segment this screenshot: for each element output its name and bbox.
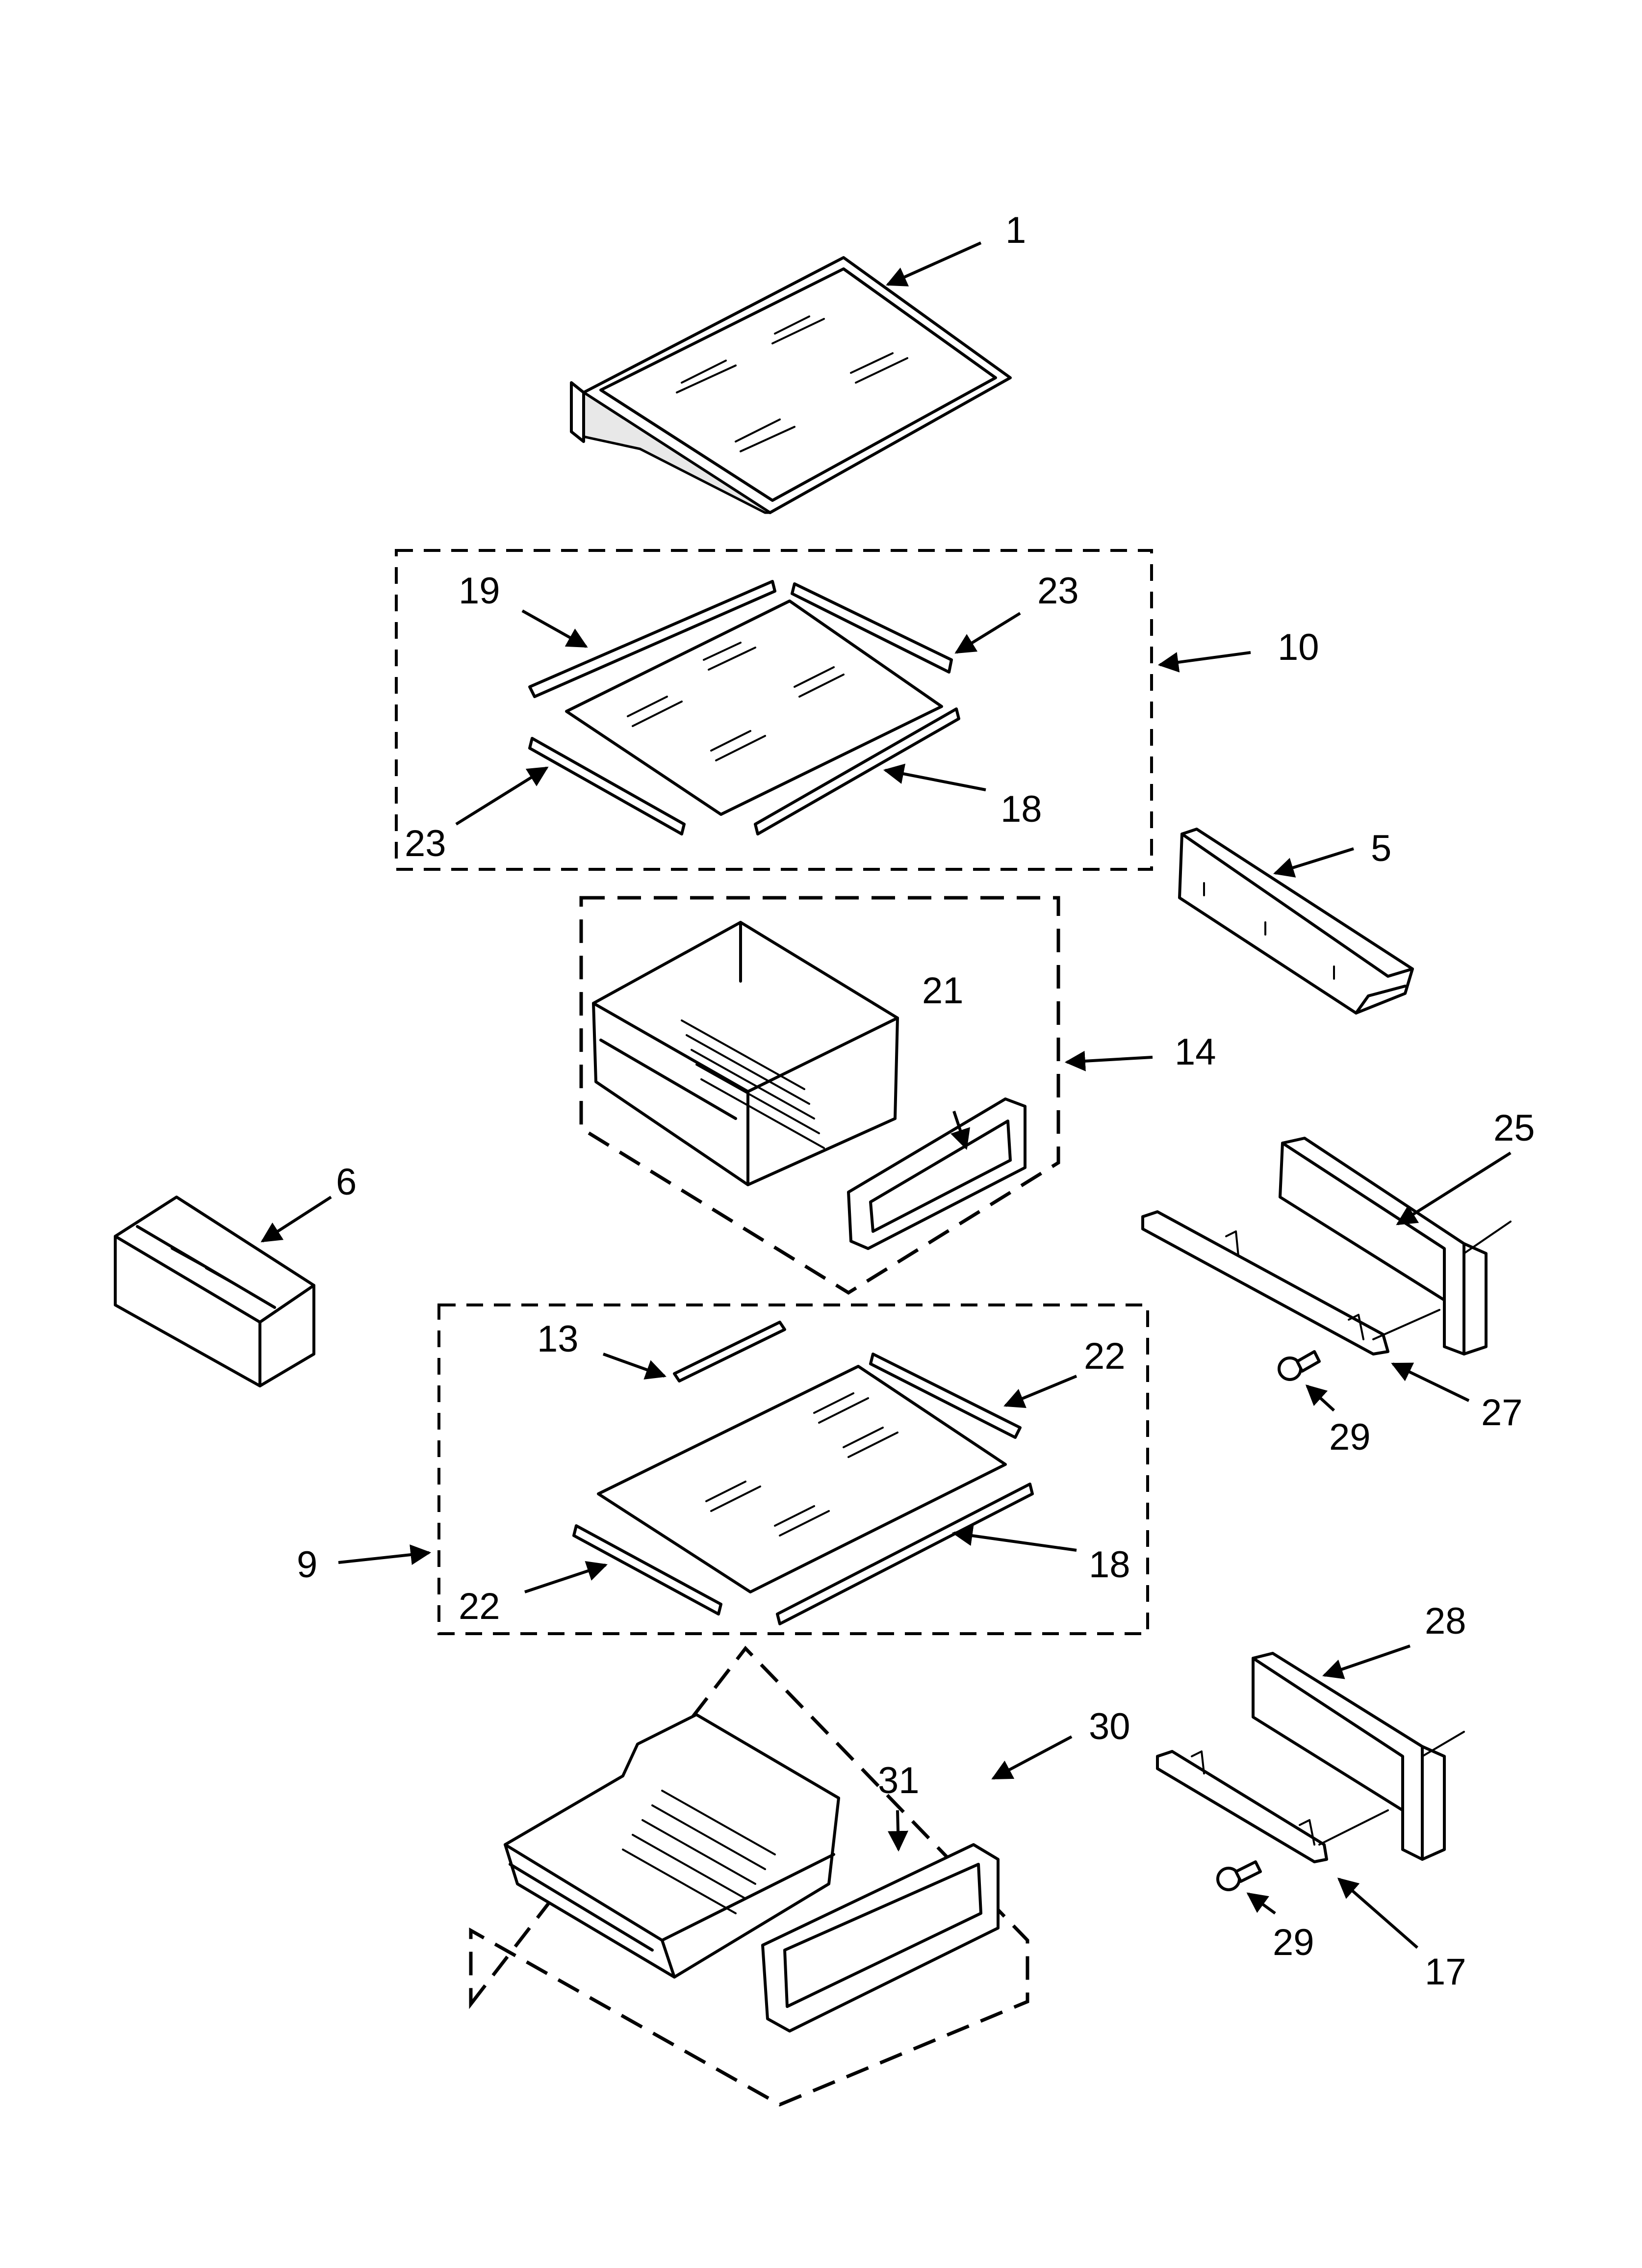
leader-9 bbox=[338, 1544, 432, 1565]
leader-27 bbox=[1391, 1362, 1470, 1402]
callout-10: 10 bbox=[1278, 626, 1319, 668]
leader-22b bbox=[524, 1561, 608, 1593]
leader-22a bbox=[1003, 1375, 1078, 1408]
callout-23-top: 23 bbox=[1037, 570, 1079, 612]
callout-25: 25 bbox=[1493, 1107, 1535, 1149]
callout-28: 28 bbox=[1425, 1600, 1466, 1642]
group-14-crisper bbox=[579, 896, 1060, 1295]
leader-29a bbox=[1305, 1384, 1335, 1412]
leader-25 bbox=[1396, 1151, 1512, 1225]
callout-18-top: 18 bbox=[1001, 788, 1042, 830]
part-17-slide bbox=[1156, 1750, 1389, 1863]
callout-21: 21 bbox=[922, 970, 964, 1012]
leader-5 bbox=[1273, 847, 1354, 878]
callout-22-bottom: 22 bbox=[459, 1586, 500, 1627]
callout-30: 30 bbox=[1089, 1706, 1130, 1747]
callout-5: 5 bbox=[1371, 828, 1391, 869]
group-9-box bbox=[437, 1303, 1149, 1635]
part-29b-screw bbox=[1216, 1860, 1262, 1891]
leader-28 bbox=[1322, 1644, 1411, 1679]
leader-18a bbox=[883, 763, 986, 791]
callout-9: 9 bbox=[297, 1544, 317, 1586]
callout-1: 1 bbox=[1005, 209, 1026, 251]
leader-6 bbox=[260, 1196, 332, 1243]
callout-13: 13 bbox=[537, 1318, 579, 1360]
leader-14 bbox=[1064, 1050, 1153, 1071]
leader-23b bbox=[455, 766, 549, 826]
callout-18-bottom: 18 bbox=[1089, 1544, 1130, 1586]
leader-30 bbox=[991, 1735, 1073, 1780]
group-10-box bbox=[395, 549, 1153, 871]
callout-17: 17 bbox=[1425, 1951, 1466, 1993]
callout-23-bottom: 23 bbox=[405, 823, 446, 864]
callout-27: 27 bbox=[1481, 1392, 1523, 1434]
leader-13 bbox=[602, 1353, 667, 1380]
leader-21 bbox=[950, 1111, 970, 1150]
part-1-glass-shelf bbox=[570, 241, 1012, 514]
leader-17 bbox=[1337, 1877, 1418, 1949]
part-27-slide bbox=[1141, 1210, 1440, 1356]
leader-10 bbox=[1157, 651, 1251, 673]
callout-31: 31 bbox=[878, 1760, 920, 1801]
leader-23a bbox=[954, 612, 1021, 654]
part-28-rail-cover bbox=[1252, 1652, 1465, 1861]
part-6-bin bbox=[114, 1196, 315, 1387]
callout-29-bottom: 29 bbox=[1273, 1922, 1314, 1963]
callout-6: 6 bbox=[336, 1161, 357, 1203]
leader-18b bbox=[951, 1525, 1077, 1552]
part-5-bracket bbox=[1178, 828, 1414, 1015]
callout-14: 14 bbox=[1175, 1031, 1216, 1073]
callout-19: 19 bbox=[459, 570, 500, 612]
part-29a-screw bbox=[1278, 1350, 1321, 1381]
group-30-crisper bbox=[469, 1645, 1029, 2107]
leader-19 bbox=[521, 609, 588, 648]
callout-29-top: 29 bbox=[1329, 1416, 1371, 1458]
leader-29b bbox=[1246, 1892, 1276, 1915]
part-25-rail-cover bbox=[1279, 1137, 1512, 1356]
callout-22-top: 22 bbox=[1084, 1335, 1126, 1377]
